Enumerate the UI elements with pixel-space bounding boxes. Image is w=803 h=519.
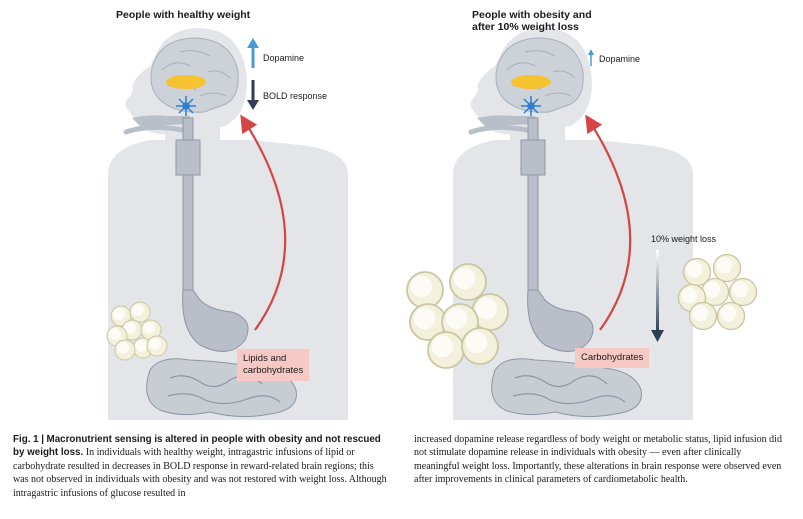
signal-arrow-left <box>240 114 287 331</box>
right-nutrient-callout: Carbohydrates <box>575 348 650 368</box>
left-nutrient-callout: Lipids and carbohydrates <box>237 349 310 381</box>
caption-bold-title: Macronutrient sensing is altered in peop… <box>13 434 381 459</box>
fat-cells-right-small <box>677 253 758 331</box>
figure-svg <box>106 28 758 420</box>
caption-column-2: increased dopamine release regardless of… <box>414 433 789 487</box>
caption-column-1: Fig. 1 | Macronutrient sensing is altere… <box>13 433 388 500</box>
right-dopamine-label: Dopamine <box>599 54 641 64</box>
bold-down-arrow-left <box>247 80 259 110</box>
signal-arrow-right <box>585 114 632 331</box>
right-panel-title-line2: after 10% weight loss <box>472 21 579 33</box>
left-bold-label: BOLD response <box>263 91 328 101</box>
left-nutrient-line2: carbohydrates <box>243 365 304 376</box>
caption-text-1: In individuals with healthy weight, intr… <box>13 447 387 499</box>
left-nutrient-line1: Lipids and <box>243 353 287 364</box>
weight-loss-arrow <box>651 250 664 342</box>
neuron-left <box>176 96 196 116</box>
weight-loss-label: 10% weight loss <box>651 234 717 244</box>
dopamine-up-arrow-right <box>588 49 594 66</box>
left-dopamine-label: Dopamine <box>263 53 305 63</box>
right-panel-title: People with obesity and after 10% weight… <box>472 9 592 33</box>
left-panel-title: People with healthy weight <box>116 9 251 21</box>
figure-illustration: People with healthy weight People with o… <box>106 9 758 420</box>
caption-fig-number: Fig. 1 | <box>13 434 45 445</box>
dopamine-up-arrow-left <box>247 38 259 68</box>
caption-text-2: increased dopamine release regardless of… <box>414 434 782 486</box>
left-body <box>108 28 348 420</box>
right-panel-title-line1: People with obesity and <box>472 9 592 21</box>
reward-region-left <box>166 75 206 89</box>
